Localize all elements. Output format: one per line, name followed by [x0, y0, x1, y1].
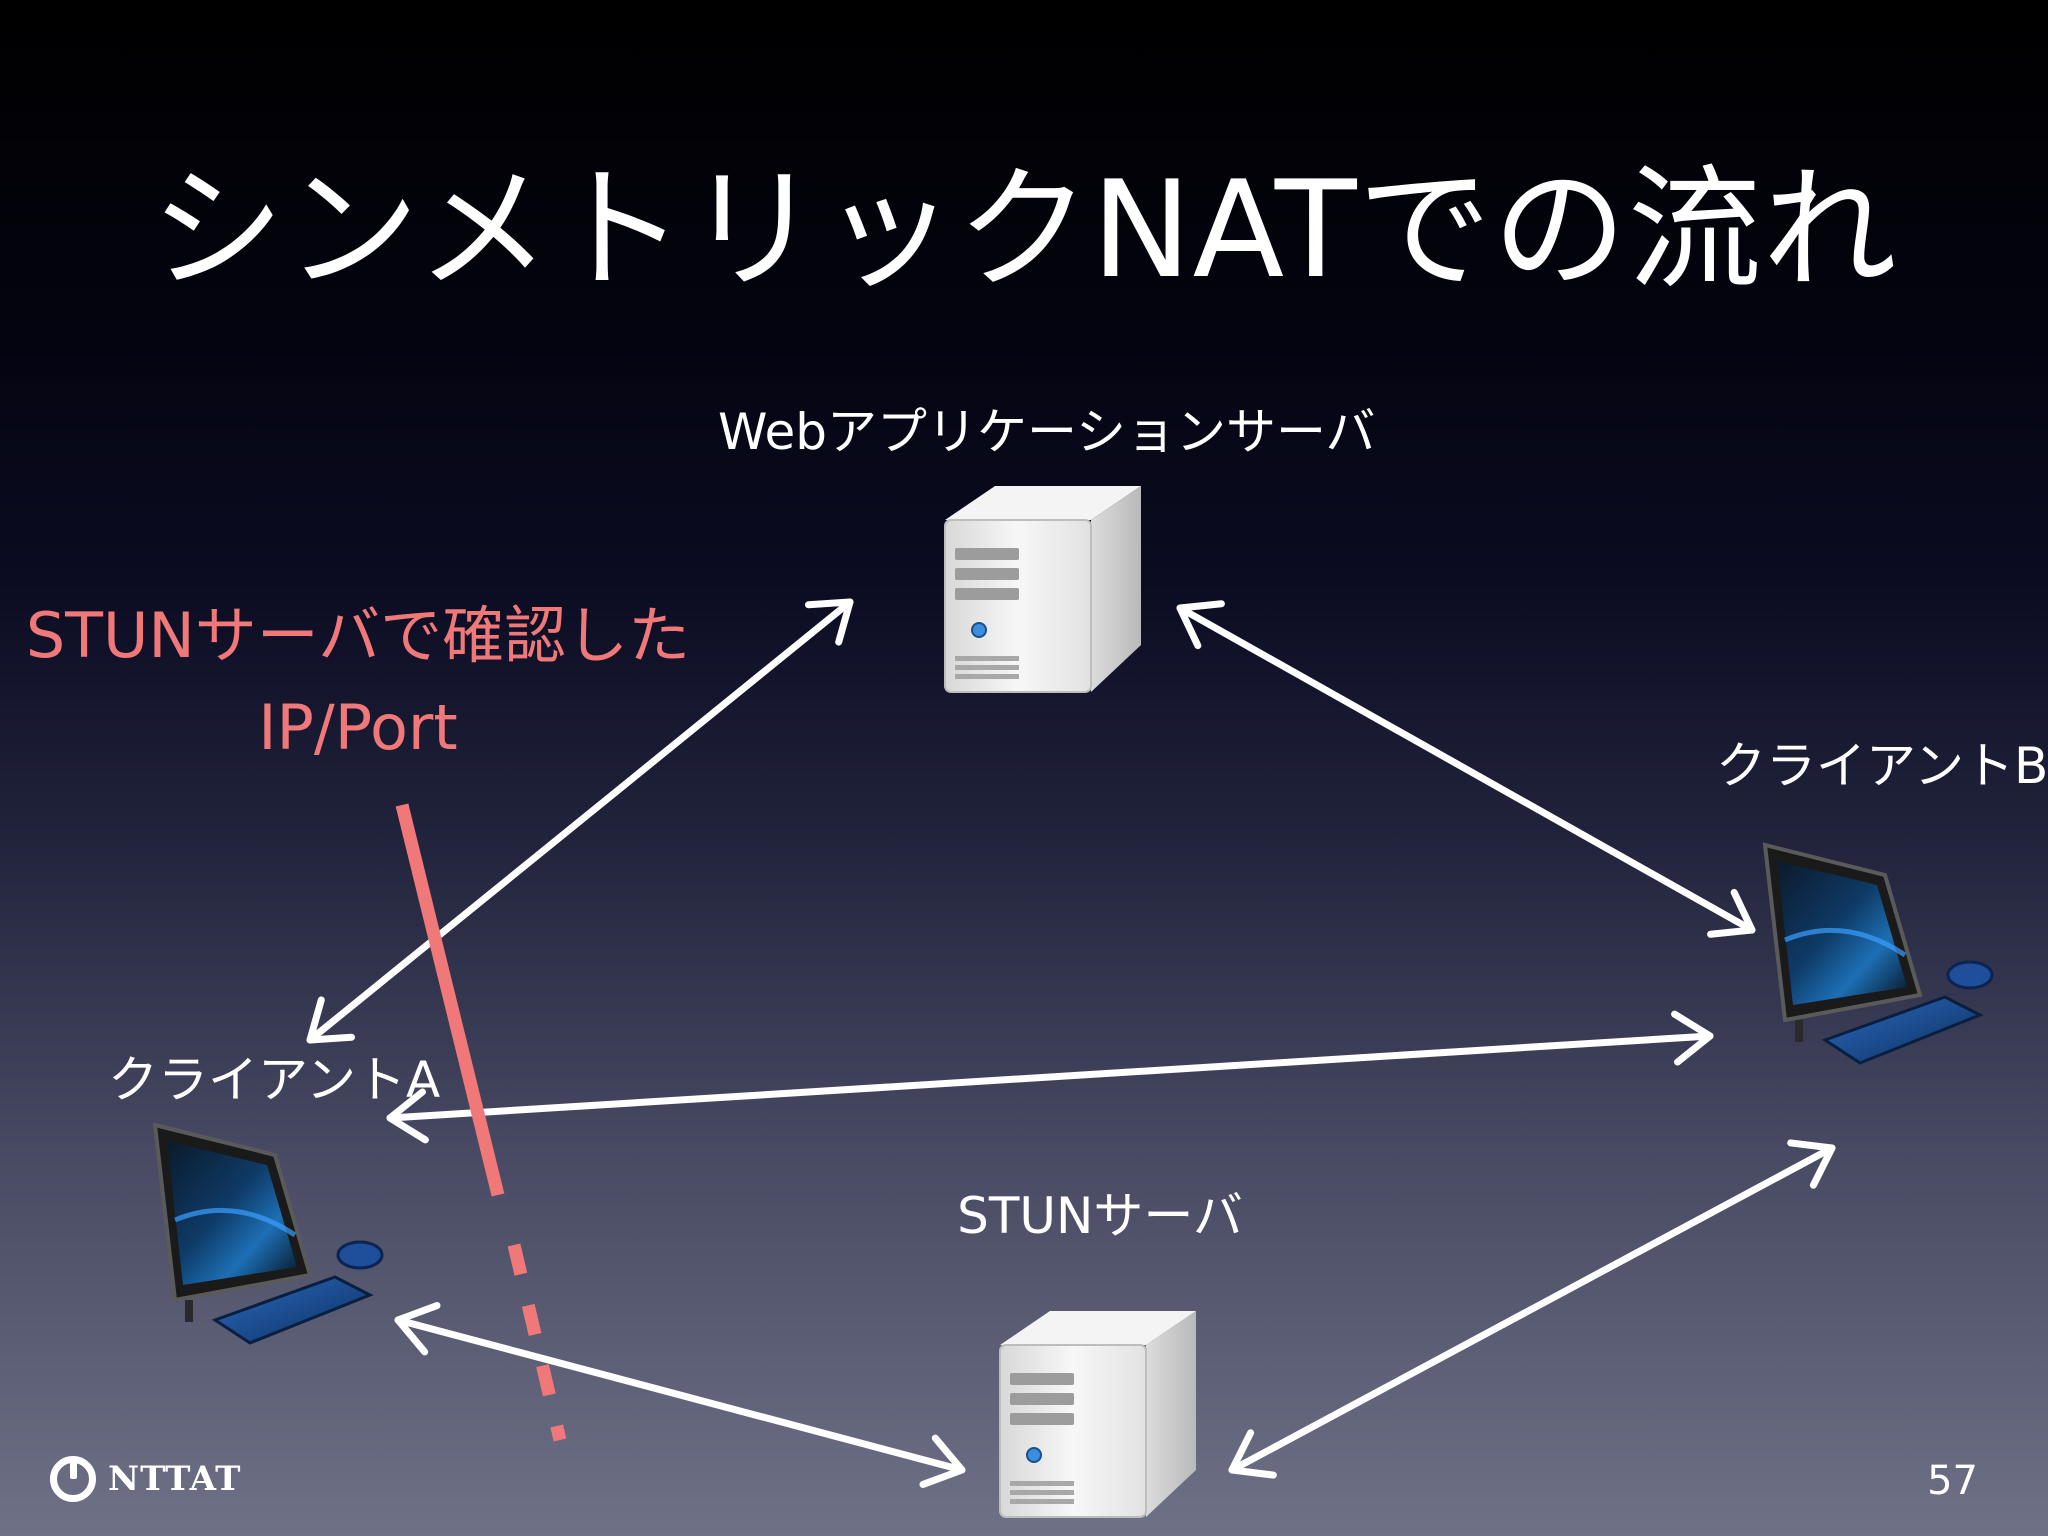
- stun-server-label: STUNサーバ: [957, 1187, 1243, 1245]
- annotation-pointer-line: [395, 803, 567, 1442]
- arrow-webserver-clientb: [1168, 587, 1764, 951]
- annotation-text: STUNサーバで確認した IP/Port: [18, 590, 698, 774]
- stun-server-icon: [999, 1310, 1197, 1518]
- client-a-computer-icon: [155, 1125, 382, 1343]
- arrow-clienta-clientb: [389, 1012, 1712, 1142]
- client-b-computer-icon: [1765, 845, 1992, 1063]
- client-b-label: クライアントB: [1716, 737, 2048, 795]
- slide-title: シンメトリックNATでの流れ: [150, 152, 1898, 308]
- web-server-label: Webアプリケーションサーバ: [718, 403, 1376, 461]
- annotation-line-1: STUNサーバで確認した: [25, 599, 691, 672]
- annotation-line-2: IP/Port: [258, 691, 458, 764]
- arrow-clienta-webserver: [295, 583, 865, 1058]
- page-number: 57: [1927, 1458, 1978, 1504]
- company-logo: NTTAT: [50, 1456, 241, 1502]
- arrow-clienta-stunserver: [392, 1297, 968, 1493]
- client-a-label: クライアントA: [108, 1051, 441, 1109]
- power-logo-icon: [50, 1456, 96, 1502]
- logo-text: NTTAT: [108, 1459, 242, 1499]
- arrow-stunserver-clientb: [1221, 1127, 1844, 1491]
- web-server-icon: [944, 485, 1142, 693]
